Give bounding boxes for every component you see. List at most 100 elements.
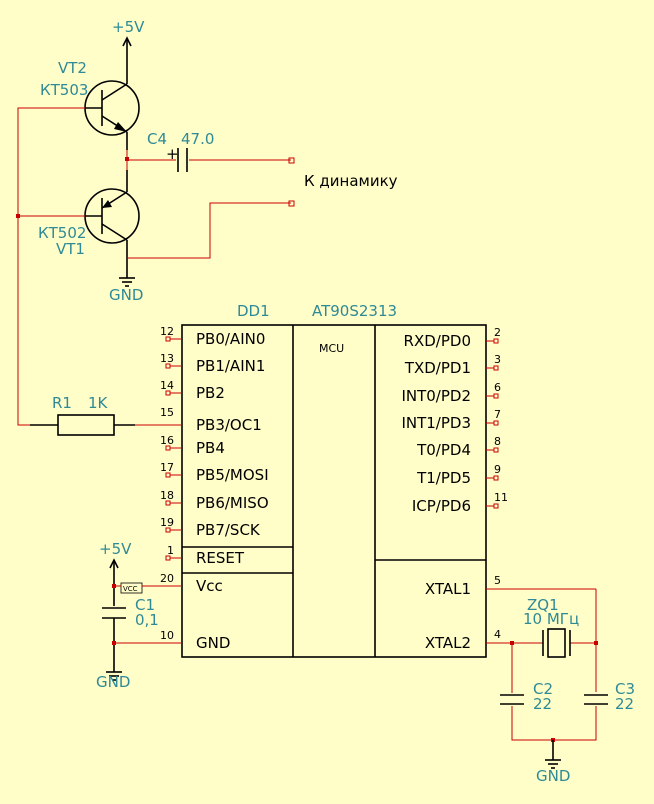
resistor-r1: R1 1K <box>30 394 135 436</box>
pin-number: 12 <box>160 325 174 338</box>
pin-name: PB7/SCK <box>196 521 261 539</box>
c2-value: 22 <box>533 695 552 713</box>
c3-value: 22 <box>615 695 634 713</box>
r1-ref: R1 <box>52 394 72 412</box>
supply-bottom: +5V <box>99 540 132 606</box>
pin-name: PB4 <box>196 439 225 457</box>
capacitor-c1: C1 0,1 <box>102 596 159 672</box>
c1-ref: C1 <box>135 596 155 614</box>
pin-number: 3 <box>494 353 501 366</box>
pin-number: 4 <box>494 628 501 641</box>
vt2-ref: VT2 <box>58 59 87 77</box>
mcu-left-pin: 18 PB6/MISO <box>160 489 269 512</box>
pin-name: PB2 <box>196 384 225 402</box>
gnd-label-1: GND <box>109 286 143 304</box>
pin-name: INT0/PD2 <box>401 387 471 405</box>
supply-bottom-label: +5V <box>99 540 132 558</box>
ground-vt1: GND <box>109 277 143 304</box>
capacitor-c3: C3 22 <box>584 680 635 713</box>
pin-name: RXD/PD0 <box>404 332 471 350</box>
pin-number: 19 <box>160 516 174 529</box>
pin-number: 15 <box>160 406 174 419</box>
pin-name: XTAL2 <box>425 634 471 652</box>
mcu-right-pin: 6 INT0/PD2 <box>401 381 501 405</box>
vt2-type: КТ503 <box>40 81 88 99</box>
pin-number: 18 <box>160 489 174 502</box>
vcc-tag: VCC <box>120 582 143 594</box>
c4-ref: C4 <box>147 130 167 148</box>
vcc-tag-label: VCC <box>123 585 138 593</box>
gnd-label-2: GND <box>96 673 130 691</box>
mcu-left-pin: 14 PB2 <box>160 379 225 402</box>
c4-plus: + <box>166 145 179 163</box>
mcu-left-pin: 17 PB5/MOSI <box>160 461 269 484</box>
zq1-value: 10 МГц <box>523 610 579 628</box>
pin-name: TXD/PD1 <box>404 359 471 377</box>
capacitor-c2: C2 22 <box>500 680 553 713</box>
pin-name: PB6/MISO <box>196 494 269 512</box>
mcu-right-pin: 8 T0/PD4 <box>416 435 501 459</box>
pin-name: XTAL1 <box>425 580 471 598</box>
pin-name: GND <box>196 634 230 652</box>
base-drive-wire <box>17 107 85 426</box>
mcu-right-pin: 9 T1/PD5 <box>416 463 501 487</box>
r1-value: 1K <box>88 394 109 412</box>
pin-name: INT1/PD3 <box>401 414 471 432</box>
transistor-vt2: VT2 КТ503 <box>40 59 140 150</box>
ground-c1: GND <box>96 671 130 691</box>
pin-name: ICP/PD6 <box>412 497 471 515</box>
mcu-right-pin: 5 XTAL1 <box>425 574 501 598</box>
mcu-right-pin: 4 XTAL2 <box>425 628 501 652</box>
pin-name: PB0/AIN0 <box>196 330 265 348</box>
transistor-vt1: КТ502 VT1 <box>38 170 140 278</box>
supply-top-label: +5V <box>112 18 145 36</box>
capacitor-c4: + C4 47.0 <box>147 130 214 172</box>
mcu-left-pin: 19 PB7/SCK <box>160 516 261 539</box>
mcu-left-pin: 1 RESET <box>165 544 245 567</box>
pin-number: 5 <box>494 574 501 587</box>
pin-name: PB3/OC1 <box>196 416 262 434</box>
pin-number: 9 <box>494 463 501 476</box>
vt1-ref: VT1 <box>56 240 85 258</box>
supply-top: +5V <box>112 18 145 84</box>
pin-number: 17 <box>160 461 174 474</box>
pin-number: 8 <box>494 435 501 448</box>
mcu-part: AT90S2313 <box>312 302 397 320</box>
pin-number: 13 <box>160 352 174 365</box>
mcu-left-pin: 16 PB4 <box>160 434 225 457</box>
crystal-zq1: ZQ1 10 МГц <box>523 596 579 658</box>
mcu-center: MCU <box>319 342 344 355</box>
speaker-label: К динамику <box>304 172 398 190</box>
pin-name: T1/PD5 <box>416 469 471 487</box>
c1-value: 0,1 <box>135 611 159 629</box>
c4-value: 47.0 <box>181 130 214 148</box>
mcu-right-pin: 3 TXD/PD1 <box>404 353 501 377</box>
mcu-ref: DD1 <box>237 302 270 320</box>
vt1-type: КТ502 <box>38 224 86 242</box>
ground-crystal: GND <box>536 759 570 785</box>
pin-number: 1 <box>167 544 174 557</box>
mcu-left-pin: 13 PB1/AIN1 <box>160 352 265 375</box>
pin-number: 16 <box>160 434 174 447</box>
pin-number: 14 <box>160 379 174 392</box>
pin-number: 20 <box>160 572 174 585</box>
pin-number: 6 <box>494 381 501 394</box>
pin-name: T0/PD4 <box>416 441 471 459</box>
pin-number: 7 <box>494 408 501 421</box>
pin-name: PB5/MOSI <box>196 466 269 484</box>
c3-ref: C3 <box>615 680 635 698</box>
pin-name: RESET <box>196 549 245 567</box>
mcu-right-pin: 7 INT1/PD3 <box>401 408 501 432</box>
zq1-ref: ZQ1 <box>527 596 559 614</box>
c2-ref: C2 <box>533 680 553 698</box>
mcu-left-pin: 12 PB0/AIN0 <box>160 325 265 348</box>
pin-name: PB1/AIN1 <box>196 357 265 375</box>
